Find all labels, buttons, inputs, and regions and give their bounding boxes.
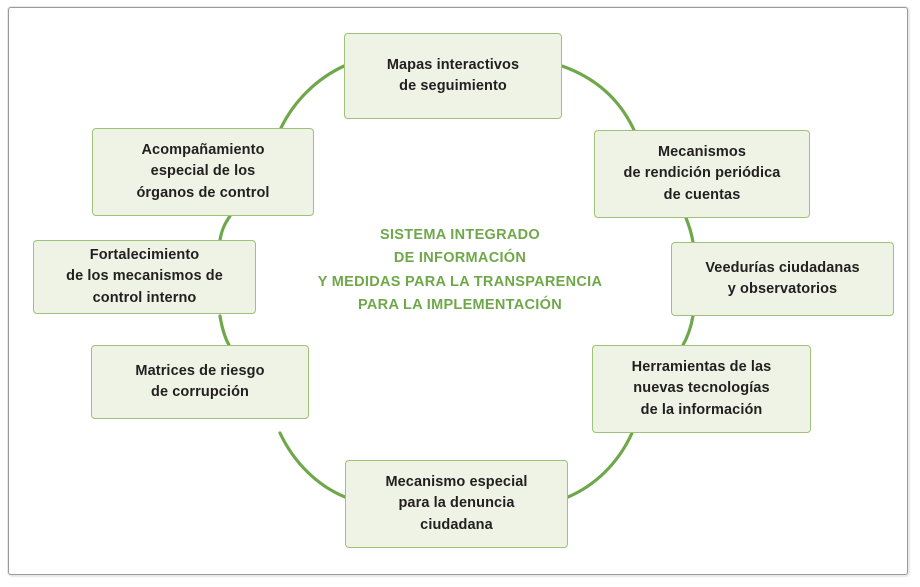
node-label: Mapas interactivos de seguimiento xyxy=(386,56,520,94)
node-denuncia-ciudadana[interactable]: Mecanismo especial para la denuncia ciud… xyxy=(345,460,568,548)
node-nuevas-tecnologias[interactable]: Herramientas de las nuevas tecnologías d… xyxy=(592,345,811,433)
node-label: Mecanismo especial para la denuncia ciud… xyxy=(385,474,528,533)
node-organos-de-control[interactable]: Acompañamiento especial de los órganos d… xyxy=(92,128,314,216)
node-label: Veedurías ciudadanas y observatorios xyxy=(705,259,860,297)
node-label: Matrices de riesgo de corrupción xyxy=(135,362,265,400)
node-rendicion-cuentas[interactable]: Mecanismos de rendición periódica de cue… xyxy=(594,130,810,218)
node-control-interno[interactable]: Fortalecimiento de los mecanismos de con… xyxy=(33,240,256,314)
node-label: Mecanismos de rendición periódica de cue… xyxy=(623,144,781,203)
center-title: SISTEMA INTEGRADO DE INFORMACIÓN Y MEDID… xyxy=(317,227,603,314)
node-label: Fortalecimiento de los mecanismos de con… xyxy=(66,247,223,306)
node-veedurias-ciudadanas[interactable]: Veedurías ciudadanas y observatorios xyxy=(671,242,894,316)
node-mapas-interactivos[interactable]: Mapas interactivos de seguimiento xyxy=(344,33,562,119)
node-matrices-riesgo[interactable]: Matrices de riesgo de corrupción xyxy=(91,345,309,419)
node-label: Acompañamiento especial de los órganos d… xyxy=(136,142,270,201)
node-label: Herramientas de las nuevas tecnologías d… xyxy=(631,359,772,418)
